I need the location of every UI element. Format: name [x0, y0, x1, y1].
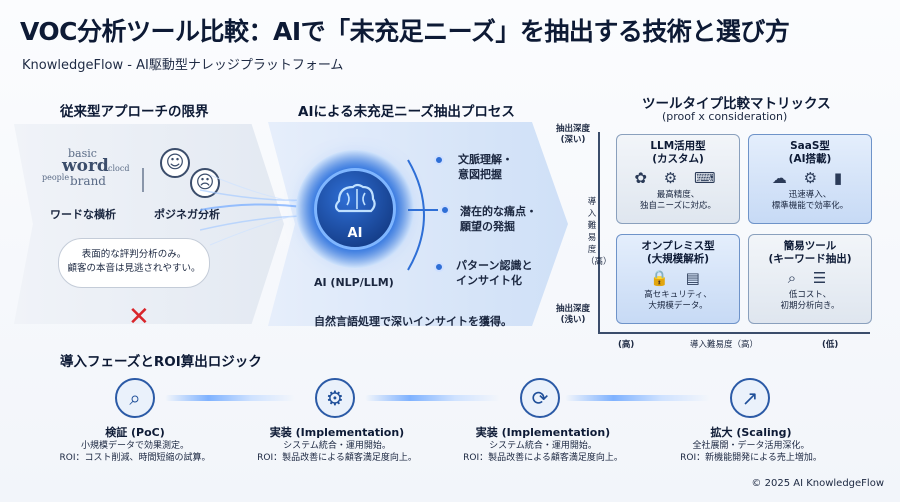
step-dot-icon	[434, 155, 444, 165]
gear-icon: ⚙	[315, 378, 355, 418]
x-axis-left-label: (高)	[618, 340, 635, 350]
cross-icon: ✕	[128, 302, 150, 332]
matrix-cell-llm: LLM活用型(カスタム) ✿ ⚙ ⌨ 最高精度、独自ニーズに対応。	[616, 134, 740, 224]
magnifier-icon: ⌕	[115, 378, 155, 418]
tool-matrix: LLM活用型(カスタム) ✿ ⚙ ⌨ 最高精度、独自ニーズに対応。 SaaS型(…	[606, 134, 876, 334]
matrix-cell-simple: 簡易ツール(キーワード抽出) ⌕ ☰ 低コスト、初期分析向き。	[748, 234, 872, 324]
llm-icons: ✿ ⚙ ⌨	[634, 169, 722, 187]
phase-scaling: 拡大 (Scaling) 全社展開・データ活用深化。 ROI：新機能開発による売…	[680, 426, 822, 463]
ai-process-heading: AIによる未充足ニーズ抽出プロセス	[298, 104, 515, 120]
sentiment-analysis-label: ポジネガ分析	[154, 208, 220, 221]
phase-implementation: 実装 (Implementation) システム統合・運用開始。 ROI：製品改…	[463, 426, 623, 463]
ai-core-label: AI	[347, 226, 363, 241]
matrix-subheading: (proof x consideration)	[662, 110, 788, 123]
brain-icon	[314, 168, 396, 250]
page-title: VOC分析ツール比較：AIで「未充足ニーズ」を抽出する技術と選び方	[20, 17, 790, 46]
page-subtitle: KnowledgeFlow - AI駆動型ナレッジプラットフォーム	[22, 58, 344, 73]
saas-icons: ☁ ⚙ ▮	[771, 169, 849, 187]
process-step: 文脈理解・意図把握	[458, 153, 513, 181]
x-axis-right-label: (低)	[822, 340, 839, 350]
process-step: パターン認識とインサイト化	[456, 259, 533, 287]
growth-arrow-icon: ↗	[730, 378, 770, 418]
process-connector	[407, 159, 438, 271]
bubble-line: 表面的な評判分析のみ。	[81, 249, 187, 260]
copyright: © 2025 AI KnowledgeFlow	[751, 478, 884, 489]
legacy-panel	[14, 124, 284, 324]
bubble-line: 顧客の本音は見逃されやすい。	[67, 263, 201, 274]
simple-tool-icons: ⌕ ☰	[787, 269, 833, 287]
matrix-cell-onpremise: オンプレミス型(大規模解析) 🔒 ▤ 高セキュリティ、大規模データ。	[616, 234, 740, 324]
y-axis	[598, 132, 600, 332]
process-step: 潜在的な痛点・願望の発掘	[460, 205, 537, 233]
x-axis-mid-label: 導入難易度（高）	[690, 340, 759, 350]
phase-beam	[565, 395, 710, 401]
y-axis-bottom-label: 抽出深度 (浅い)	[556, 304, 591, 325]
divider	[142, 168, 144, 192]
step-dot-icon	[434, 262, 444, 272]
x-axis	[598, 332, 870, 334]
ai-process-caption: 自然言語処理で深いインサイトを獲得。	[314, 315, 512, 328]
limitation-bubble: 表面的な評判分析のみ。 顧客の本音は見逃されやすい。	[58, 238, 210, 288]
phase-implementation: 実装 (Implementation) システム統合・運用開始。 ROI：製品改…	[257, 426, 417, 463]
y-axis-mid-label: 導入難易度（高）	[586, 197, 612, 267]
matrix-cell-saas: SaaS型(AI搭載) ☁ ⚙ ▮ 迅速導入、標準機能で効率化。	[748, 134, 872, 224]
keyword-analysis-label: ワードな横析	[50, 208, 116, 221]
phase-beam	[165, 395, 295, 401]
legacy-heading: 従来型アプローチの限界	[60, 104, 209, 120]
frown-face-icon: ☹	[190, 168, 220, 198]
phase-beam	[365, 395, 500, 401]
ai-engine-label: AI (NLP/LLM)	[314, 276, 394, 289]
roi-heading: 導入フェーズとROI算出ロジック	[60, 354, 262, 370]
y-axis-top-label: 抽出深度 (深い)	[556, 124, 591, 145]
refresh-gear-icon: ⟳	[520, 378, 560, 418]
matrix-heading: ツールタイプ比較マトリックス	[642, 96, 831, 112]
smile-face-icon: ☺	[160, 148, 190, 178]
step-dot-icon	[440, 205, 450, 215]
onpremise-icons: 🔒 ▤	[650, 269, 706, 287]
phase-poc: 検証 (PoC) 小規模データで効果測定。 ROI：コスト削減、時間短縮の試算。	[59, 426, 211, 463]
word-cloud-icon: basic word brand people clocd	[42, 147, 130, 188]
light-streams	[200, 174, 310, 246]
